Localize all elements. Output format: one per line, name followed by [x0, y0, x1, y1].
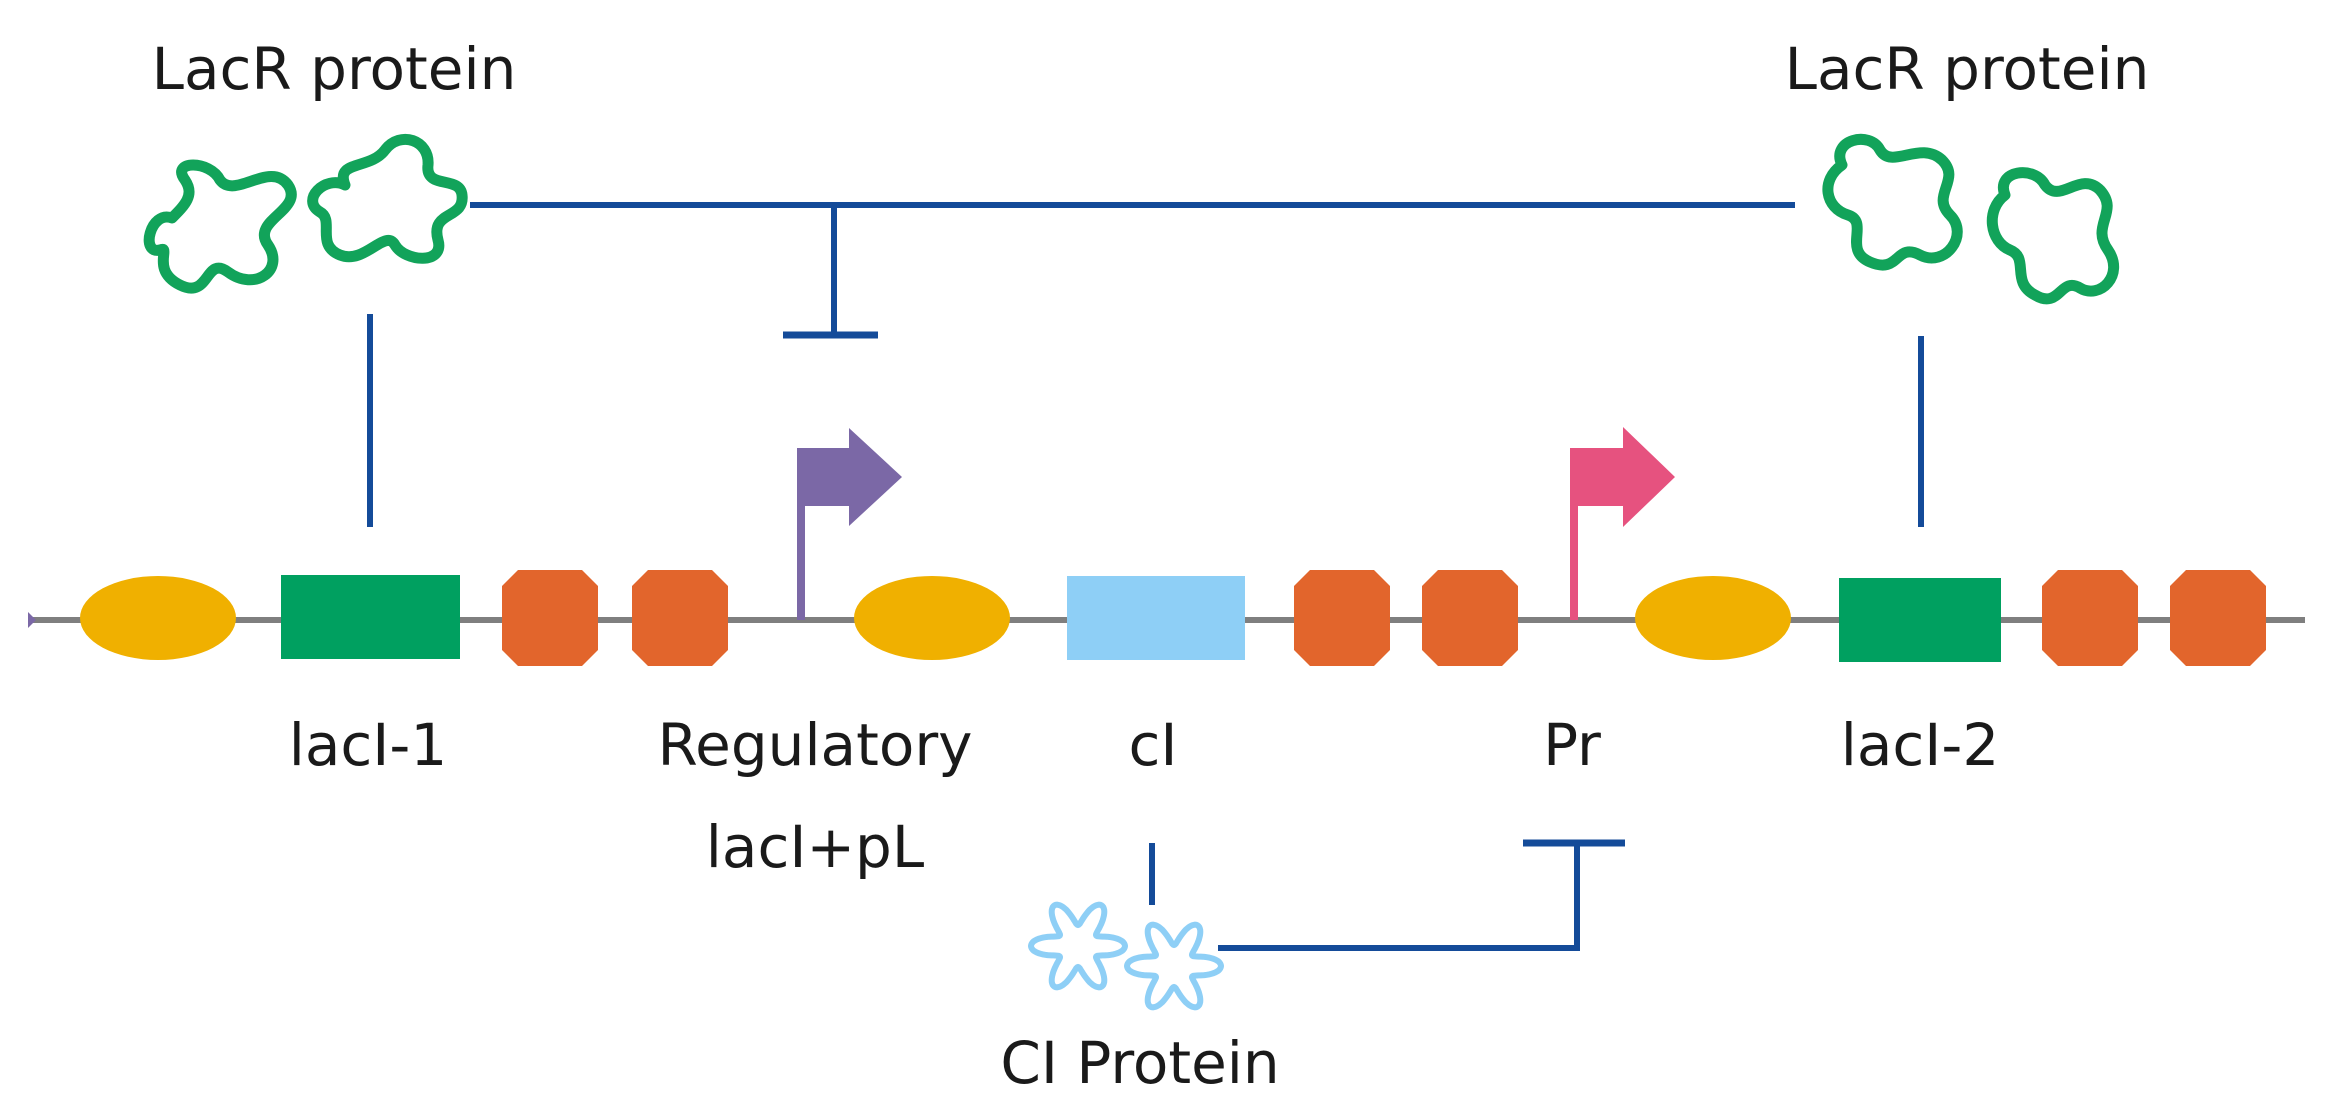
ci-gene: [1067, 576, 1245, 660]
lacr-protein-left-icon: [143, 133, 468, 294]
lacr-protein-right-label: LacR protein: [1784, 35, 2150, 103]
lacr-repression-icon: [470, 202, 1795, 339]
terminator-6: [2170, 570, 2266, 666]
terminator-2: [632, 570, 728, 666]
pR-promoter-icon: [1570, 427, 1675, 620]
terminator-1: [502, 570, 598, 666]
terminator-5: [2042, 570, 2138, 666]
terminator-4: [1422, 570, 1518, 666]
lacr-protein-left-label: LacR protein: [151, 35, 517, 103]
ci-label: cI: [1128, 711, 1178, 779]
laci2-gene: [1839, 578, 2001, 662]
terminators: [502, 570, 2266, 666]
laci2-label: lacI-2: [1840, 711, 2000, 779]
laci1-gene: [281, 575, 460, 659]
terminator-3: [1294, 570, 1390, 666]
ci-repression-icon: [1218, 839, 1625, 951]
pr-label: Pr: [1543, 711, 1601, 779]
rbs-2: [854, 576, 1010, 660]
laci1-label: lacI-1: [288, 711, 448, 779]
regulatory-sublabel: lacI+pL: [705, 813, 925, 881]
ci-protein-label: CI Protein: [1000, 1029, 1280, 1097]
regulatory-label: Regulatory: [657, 711, 973, 779]
backbone-start-marker: [28, 612, 36, 628]
rbs-3: [1635, 576, 1791, 660]
pL-promoter-icon: [797, 428, 902, 620]
ci-protein-icon: [1027, 901, 1225, 1011]
rbs-1: [80, 576, 236, 660]
lacr-protein-right-icon: [1822, 133, 2120, 305]
